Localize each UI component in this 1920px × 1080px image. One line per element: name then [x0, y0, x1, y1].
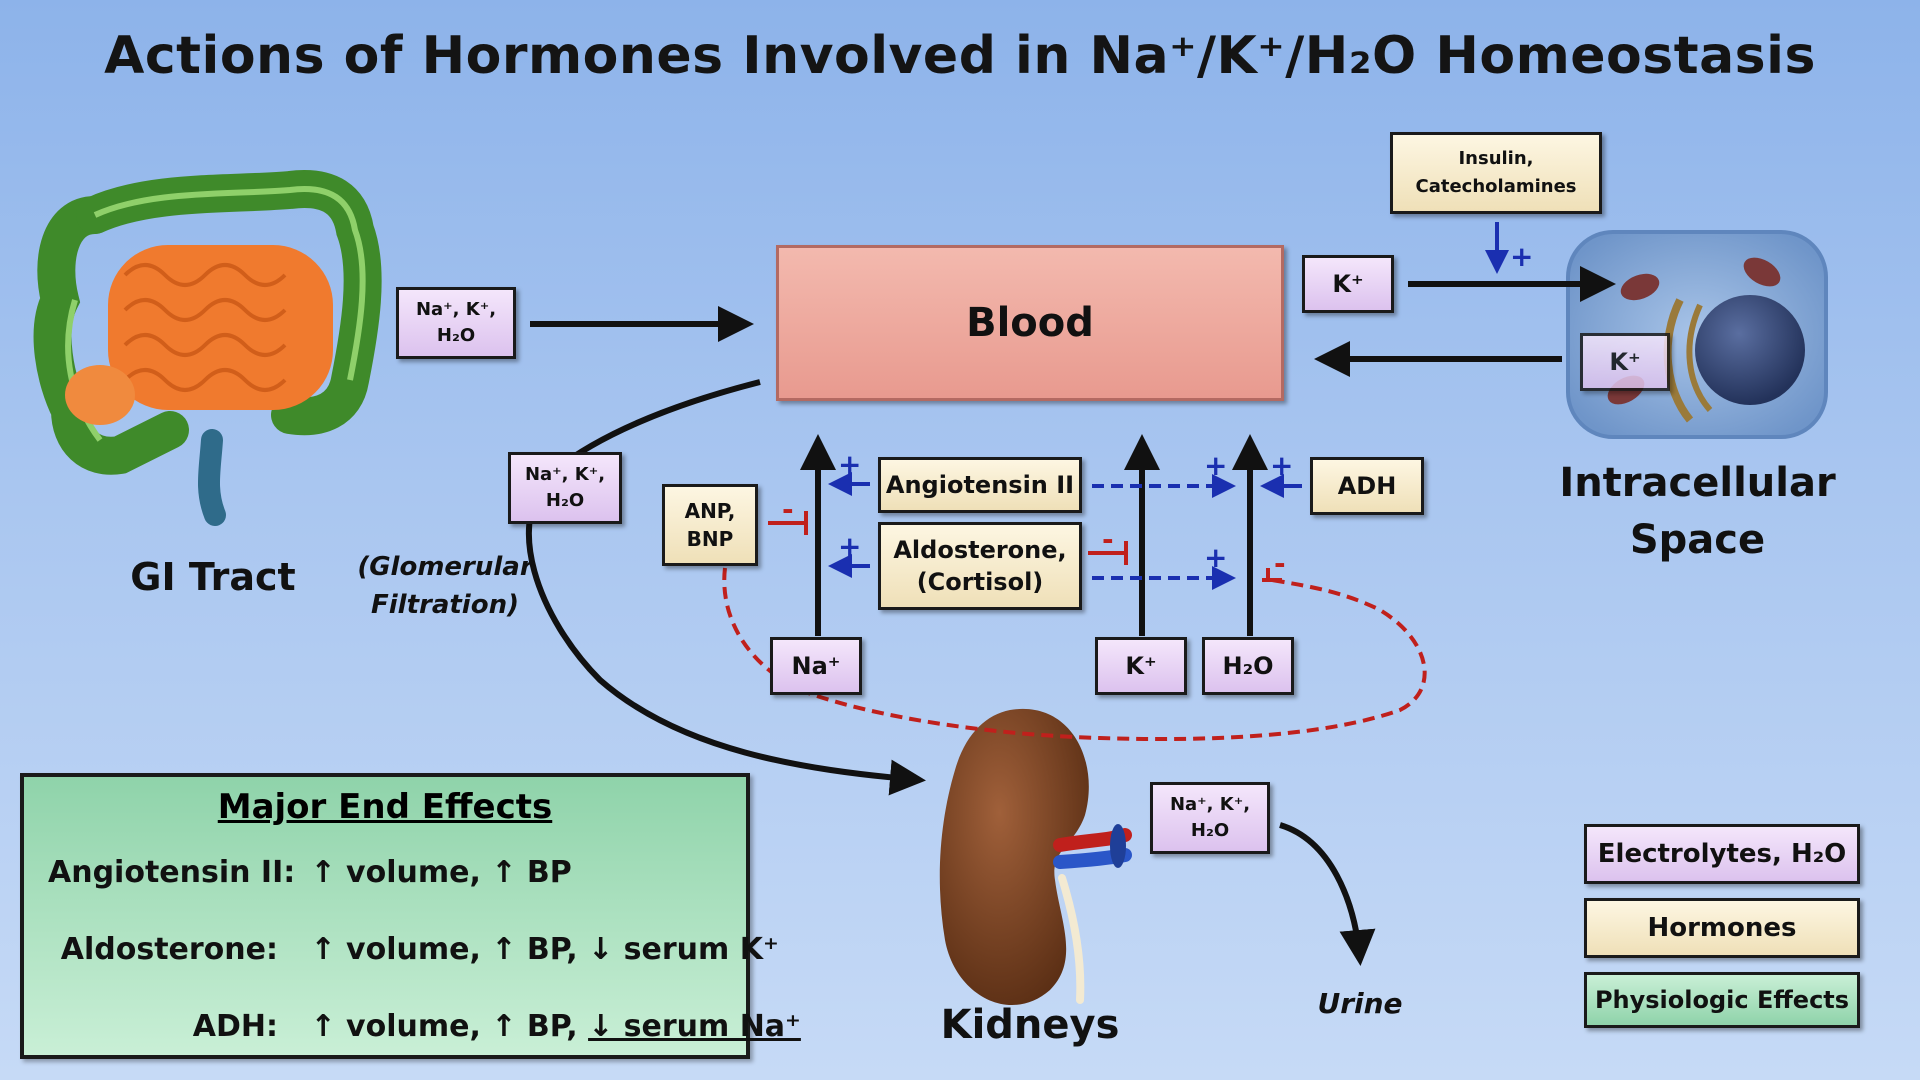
insulin-line1: Insulin, [1458, 148, 1534, 169]
gi-tract-label: GI Tract [130, 555, 296, 599]
effect-name: ADH: [192, 1009, 278, 1044]
sodium-box: Na⁺ [770, 637, 862, 695]
adh-minus-sign: - [1274, 547, 1286, 580]
angiotensin-box: Angiotensin II [878, 457, 1082, 513]
cell-potassium-box: K⁺ [1580, 333, 1670, 391]
filtration-electrolytes-line1: Na⁺, K⁺, [524, 464, 606, 485]
gi-tract-illustration [33, 170, 382, 526]
insulin-catecholamines-box: Insulin, Catecholamines [1390, 132, 1602, 214]
kidney-illustration [939, 708, 1132, 1006]
aldosterone-minus-sign: - [1102, 523, 1114, 556]
effect-row-aldosterone: Aldosterone: ↑ volume, ↑ BP, ↓ serum K⁺ [48, 932, 779, 967]
adh-plus-sign: + [1270, 449, 1294, 482]
gi-electrolytes-box: Na⁺, K⁺, H₂O [396, 287, 516, 359]
effects-title: Major End Effects [217, 787, 553, 827]
effect-text: ↑ volume, ↑ BP, [310, 1009, 589, 1044]
potassium-box: K⁺ [1095, 637, 1187, 695]
gi-electrolytes-line1: Na⁺, K⁺, [415, 299, 497, 320]
effect-name: Angiotensin II: [48, 855, 296, 890]
intracellular-label-line2: Space [1629, 517, 1766, 563]
effect-name: Aldosterone: [60, 932, 278, 967]
effect-underlined-text: ↓ serum Na⁺ [588, 1009, 801, 1044]
page-title: Actions of Hormones Involved in Na⁺/K⁺/H… [104, 26, 1816, 86]
gi-electrolytes-line2: H₂O [436, 325, 476, 346]
urine-electrolytes-line2: H₂O [1190, 820, 1230, 841]
anp-line2: BNP [686, 527, 734, 551]
anp-minus-sign: - [782, 493, 794, 526]
adh-box: ADH [1310, 457, 1424, 515]
aldosterone-na-plus-sign: + [838, 530, 862, 563]
angiotensin-na-plus-sign: + [838, 448, 862, 481]
blood-box: Blood [776, 245, 1284, 401]
urine-electrolytes-line1: Na⁺, K⁺, [1169, 794, 1251, 815]
glomerular-label-line2: Filtration) [371, 590, 519, 620]
glomerular-label-line1: (Glomerular [357, 552, 533, 582]
effect-text: ↑ volume, ↑ BP [310, 855, 572, 890]
aldosterone-line2: (Cortisol) [916, 568, 1044, 596]
aldosterone-box: Aldosterone, (Cortisol) [878, 522, 1082, 610]
aldosterone-k-plus-sign: + [1204, 541, 1228, 574]
effect-text: ↑ volume, ↑ BP, ↓ serum K⁺ [310, 932, 779, 967]
anp-bnp-box: ANP, BNP [662, 484, 758, 566]
urine-electrolytes-box: Na⁺, K⁺, H₂O [1150, 782, 1270, 854]
effect-row-angiotensin: Angiotensin II: ↑ volume, ↑ BP [48, 855, 572, 890]
water-box: H₂O [1202, 637, 1294, 695]
filtration-electrolytes-box: Na⁺, K⁺, H₂O [508, 452, 622, 524]
major-end-effects-panel: Major End Effects Angiotensin II: ↑ volu… [20, 773, 801, 1059]
legend-hormones: Hormones [1584, 898, 1860, 958]
urine-label: Urine [1317, 987, 1403, 1020]
insulin-plus-sign: + [1510, 240, 1534, 273]
insulin-line2: Catecholamines [1415, 176, 1577, 197]
aldosterone-line1: Aldosterone, [893, 536, 1067, 564]
kidneys-label: Kidneys [940, 1002, 1120, 1048]
blood-potassium-box: K⁺ [1302, 255, 1394, 313]
legend-physiologic-effects: Physiologic Effects [1584, 972, 1860, 1028]
angiotensin-h2o-plus-sign: + [1204, 449, 1228, 482]
effect-row-adh: ADH: ↑ volume, ↑ BP, ↓ serum Na⁺ [48, 1009, 801, 1044]
anp-line1: ANP, [684, 499, 736, 523]
intracellular-label-line1: Intracellular [1559, 460, 1836, 506]
legend-electrolytes: Electrolytes, H₂O [1584, 824, 1860, 884]
filtration-electrolytes-line2: H₂O [545, 490, 585, 511]
